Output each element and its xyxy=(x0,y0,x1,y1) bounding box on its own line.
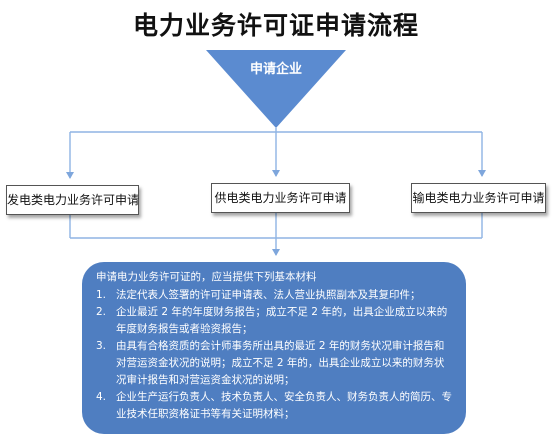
materials-item-number: 4. xyxy=(96,391,107,403)
start-label: 申请企业 xyxy=(249,62,302,77)
materials-title: 申请电力业务许可证的，应当提供下列基本材料 xyxy=(96,271,317,283)
materials-item-text: 法定代表人签署的许可证申请表、法人营业执照副本及其复印件； xyxy=(116,289,421,301)
page-title: 电力业务许可证申请流程 xyxy=(132,11,419,40)
materials-item-number: 3. xyxy=(96,340,107,352)
merge-connector xyxy=(69,211,483,256)
materials-item-number: 2. xyxy=(96,306,107,318)
materials-item: 1. 法定代表人签署的许可证申请表、法人营业执照副本及其复印件； xyxy=(96,287,454,304)
branch-transmission-box: 输电类电力业务许可申请 xyxy=(411,183,546,213)
branch-generation-box: 发电类电力业务许可申请 xyxy=(6,185,139,215)
materials-item-text: 企业生产运行负责人、技术负责人、安全负责人、财务负责人的简历、专业技术任职资格证… xyxy=(116,391,452,420)
materials-item: 4. 企业生产运行负责人、技术负责人、安全负责人、财务负责人的简历、专业技术任职… xyxy=(96,389,454,423)
materials-item: 3. 由具有合格资质的会计师事务所出具的最近 2 年的财务状况审计报告和对营运资… xyxy=(96,338,454,389)
materials-item-text: 企业最近 2 年的年度财务报告；成立不足 2 年的，出具企业成立以来的年度财务报… xyxy=(116,306,448,335)
start-triangle xyxy=(206,50,346,128)
branch-supply-box: 供电类电力业务许可申请 xyxy=(211,183,350,213)
materials-item-number: 1. xyxy=(96,289,107,301)
materials-item-text: 由具有合格资质的会计师事务所出具的最近 2 年的财务状况审计报告和对营运资金状况… xyxy=(116,340,445,386)
split-connector xyxy=(66,128,486,179)
materials-box: 申请电力业务许可证的，应当提供下列基本材料 1. 法定代表人签署的许可证申请表、… xyxy=(82,262,466,434)
materials-item: 2. 企业最近 2 年的年度财务报告；成立不足 2 年的，出具企业成立以来的年度… xyxy=(96,304,454,338)
